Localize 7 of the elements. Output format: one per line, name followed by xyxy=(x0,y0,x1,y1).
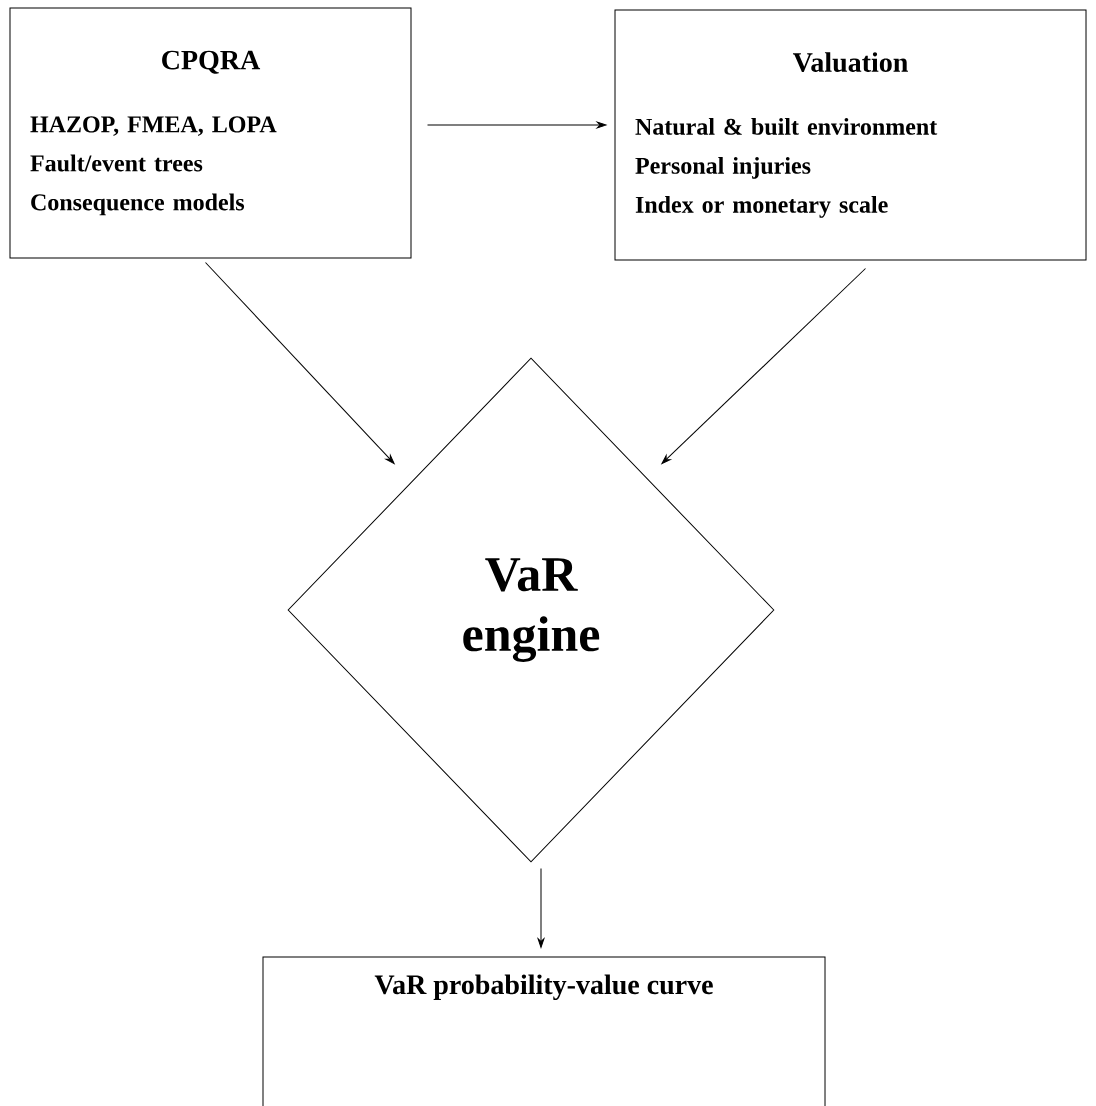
process-box: Valuation Natural & built environment Personal injuries Index or monetary scale xyxy=(614,9,1087,261)
process-box: VaR probability-value curve xyxy=(262,956,826,1106)
arrow xyxy=(427,121,607,129)
process-box: CPQRA HAZOP, FMEA, LOPA Fault/event trees Consequence models xyxy=(9,7,412,259)
arrow xyxy=(205,262,395,465)
arrow xyxy=(537,868,545,948)
arrow xyxy=(661,268,866,465)
